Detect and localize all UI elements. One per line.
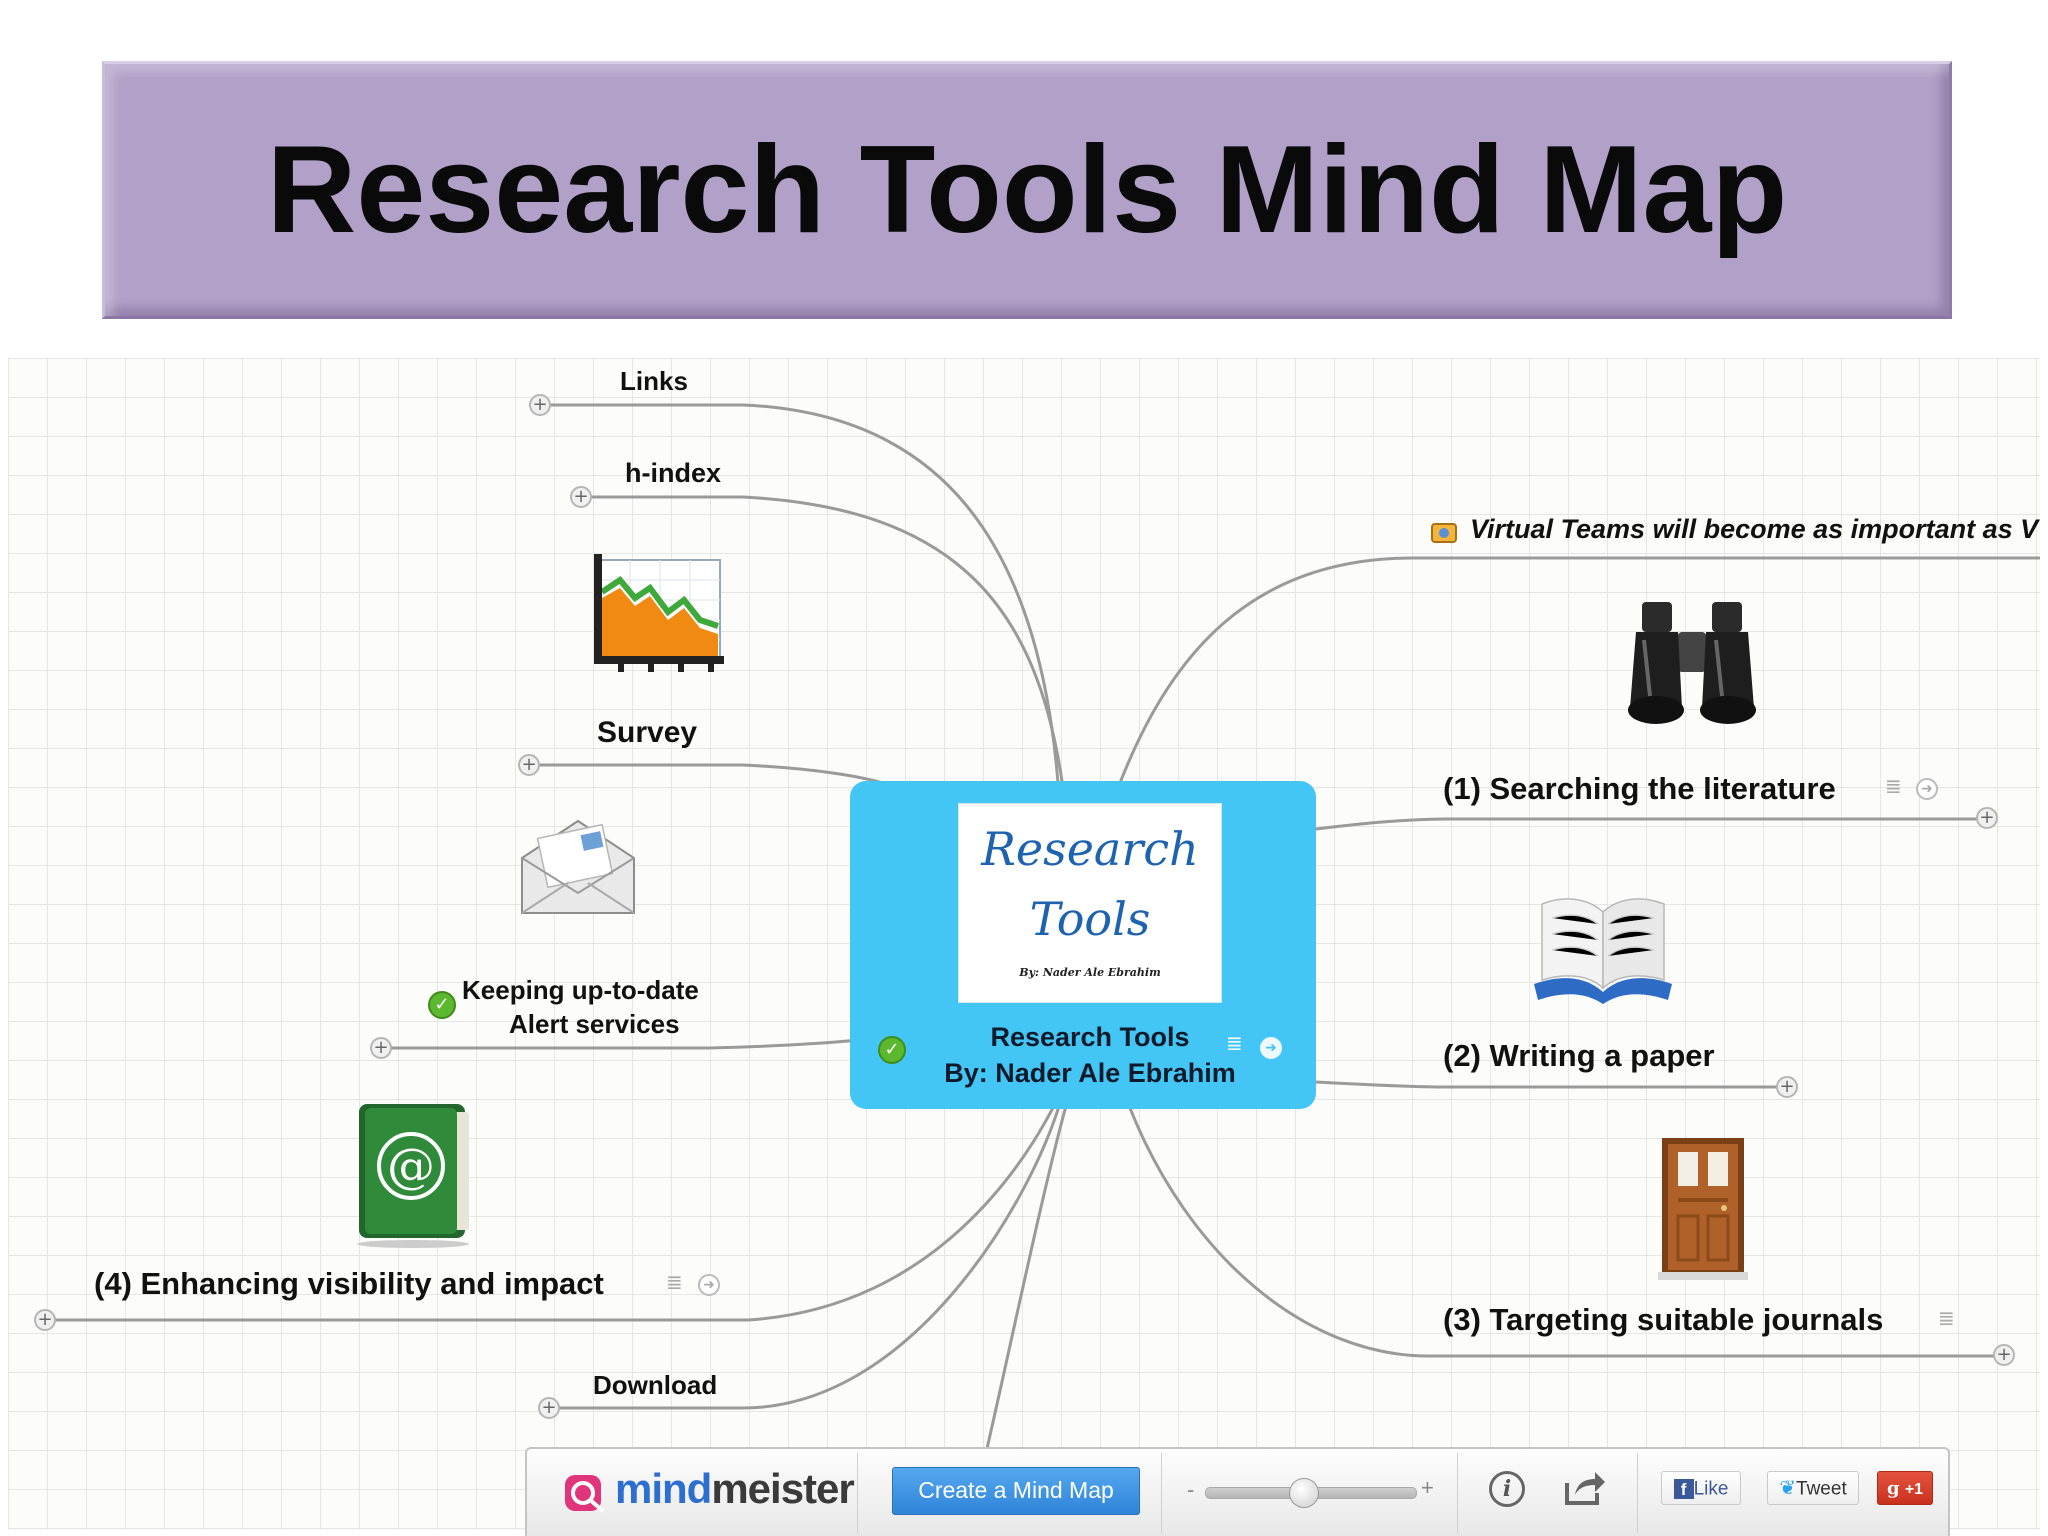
info-icon[interactable]: i [1489,1471,1525,1507]
branch-lines [53,403,2040,1530]
logo-text-meister: meister [711,1465,854,1512]
node-survey[interactable]: Survey [597,716,698,749]
note-icon[interactable]: ≣ [666,1270,683,1294]
expand-survey-button[interactable]: + [518,754,540,776]
stock-chart-icon [594,554,724,672]
node-searching[interactable]: (1) Searching the literature [1443,771,1836,806]
expand-targeting-button[interactable]: + [1993,1344,2015,1366]
central-topic-line1: Research Tools [990,1022,1190,1052]
central-link-arrow-icon[interactable]: ➜ [1260,1037,1282,1059]
tweet-label: Tweet [1796,1478,1847,1500]
share-icon[interactable] [1563,1469,1607,1507]
create-mind-map-button[interactable]: Create a Mind Map [892,1467,1140,1515]
branch-download [558,1102,1062,1410]
branch-h-index [588,495,1065,789]
link-arrow-icon[interactable]: ➜ [698,1274,720,1296]
mindmeister-logo-icon [565,1475,605,1513]
address-book-icon: @ [357,1104,469,1248]
twitter-bird-icon: ❦ [1779,1477,1797,1500]
branch-enhancing [53,1097,1060,1322]
targeting-note-icon[interactable]: ≣ [1938,1306,1955,1330]
branch-writing [1315,1080,1793,1089]
central-check-icon: ✓ [878,1036,906,1064]
door-icon [1658,1138,1748,1280]
branch-survey [538,763,899,790]
toolbar-divider [1637,1453,1638,1533]
node-h-index[interactable]: h-index [625,458,722,488]
node-links[interactable]: Links [620,366,688,396]
expand-h-index-button[interactable]: + [570,486,592,508]
toolbar-divider [857,1453,858,1533]
node-enhancing[interactable]: (4) Enhancing visibility and impact [94,1266,604,1301]
expand-enhancing-button[interactable]: + [34,1309,56,1331]
branch-links [548,403,1060,784]
zoom-slider[interactable] [1205,1478,1417,1508]
like-label: Like [1693,1478,1729,1500]
cover-title-line2: Tools [1029,892,1151,946]
binoculars-icon [1628,602,1756,724]
branch-alert [388,1038,859,1050]
central-note-icon[interactable]: ≣ [1226,1031,1243,1055]
google-plus-one-button[interactable]: g +1 [1877,1471,1933,1505]
node-download[interactable]: Download [593,1370,718,1400]
toolbar-divider [1457,1453,1458,1533]
central-topic[interactable]: Research Tools By: Nader Ale Ebrahim ✓ R… [850,781,1316,1109]
title-banner: Research Tools Mind Map [102,61,1952,319]
central-topic-line2: By: Nader Ale Ebrahim [944,1058,1236,1088]
mind-map-canvas[interactable]: + + + + + + + + + Links h-index Survey ✓… [8,358,2040,1530]
open-book-icon [1534,898,1672,1004]
zoom-in-button[interactable]: + [1421,1475,1434,1500]
searching-link-arrow-icon[interactable]: ➜ [1916,778,1938,800]
expand-download-button[interactable]: + [538,1397,560,1419]
facebook-icon: f [1673,1478,1694,1499]
completed-check-icon: ✓ [428,991,456,1019]
node-alert-line2[interactable]: Alert services [509,1009,680,1039]
tweet-button[interactable]: ❦Tweet [1767,1471,1859,1505]
plus-one-label: +1 [1904,1481,1924,1498]
node-targeting[interactable]: (3) Targeting suitable journals [1443,1302,1884,1337]
central-topic-label: Research Tools By: Nader Ale Ebrahim [890,1019,1290,1091]
branch-virtual-teams [1116,556,2040,789]
idea-bulb-icon [1431,523,1457,543]
expand-links-button[interactable]: + [529,394,551,416]
expand-writing-button[interactable]: + [1776,1076,1798,1098]
node-writing[interactable]: (2) Writing a paper [1443,1038,1715,1073]
searching-note-icon[interactable]: ≣ [1885,774,1902,798]
cover-title-line1: Research [981,822,1199,876]
zoom-out-button[interactable]: - [1187,1477,1195,1502]
node-virtual-teams[interactable]: Virtual Teams will become as important a… [1470,514,2039,544]
envelope-icon [521,819,635,914]
cover-byline: By: Nader Ale Ebrahim [1019,966,1161,979]
branch-searching [1315,817,1993,831]
branch-targeting [1126,1102,2008,1358]
page-title: Research Tools Mind Map [266,121,1788,259]
zoom-slider-handle[interactable] [1289,1478,1319,1508]
mindmeister-logo[interactable]: mindmeister [615,1465,855,1513]
expand-searching-button[interactable]: + [1976,807,1998,829]
logo-text-mind: mind [615,1465,712,1512]
svg-text:@: @ [387,1138,435,1194]
expand-alert-button[interactable]: + [370,1037,392,1059]
toolbar-divider [1161,1453,1162,1533]
google-plus-icon: g [1886,1478,1900,1499]
research-tools-cover-image: Research Tools By: Nader Ale Ebrahim [958,803,1222,1003]
node-alert-line1[interactable]: Keeping up-to-date [462,975,699,1005]
